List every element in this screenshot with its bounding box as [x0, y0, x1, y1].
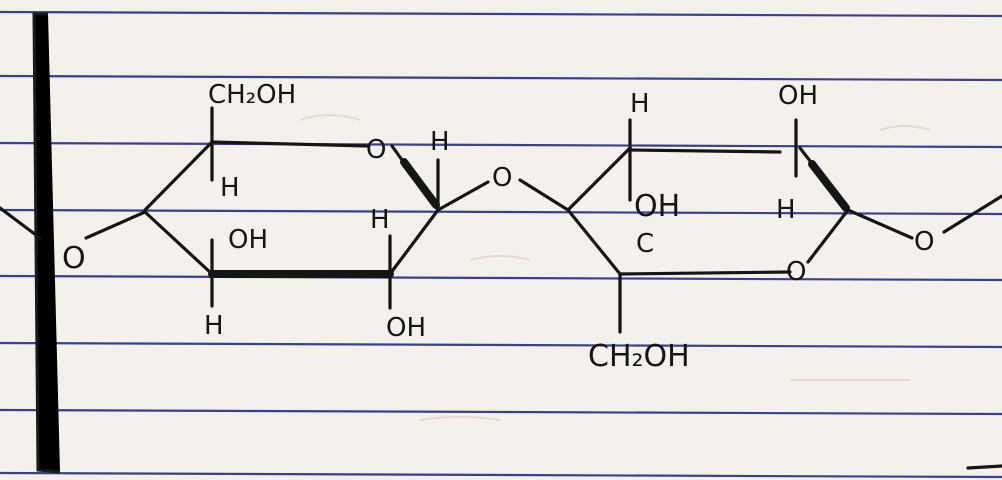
ch2oh-label: CH₂OH: [208, 80, 296, 110]
atom-labels: CH₂OH H OH H H O OH H O O H OH C CH₂OH O…: [62, 80, 934, 374]
h-label: H: [204, 311, 224, 341]
ring-2: [566, 118, 1002, 334]
h-label: H: [220, 173, 240, 203]
ch2oh-label: CH₂OH: [588, 339, 690, 374]
oh-label: OH: [386, 313, 426, 343]
edge-stroke: [966, 464, 1002, 470]
oxygen-label: O: [914, 227, 934, 257]
oh-label: OH: [778, 81, 818, 111]
ring-1: [0, 106, 440, 310]
glycosidic-oxygen-label: O: [492, 163, 512, 193]
oh-label: OH: [228, 225, 268, 255]
h-label: H: [430, 127, 450, 157]
ring-oxygen-label: O: [786, 257, 806, 287]
h-label: H: [776, 195, 796, 225]
c-label: C: [636, 229, 654, 259]
h-label: H: [630, 89, 650, 119]
bleed-through-marks: [299, 114, 931, 421]
ring-oxygen-label: O: [366, 135, 386, 165]
oh-label: OH: [634, 189, 680, 224]
left-bracket: [32, 12, 61, 474]
glycosidic-bond: [436, 178, 570, 212]
ruled-lines: [0, 10, 1002, 479]
h-label: H: [370, 205, 390, 235]
oxygen-label: O: [62, 241, 86, 276]
